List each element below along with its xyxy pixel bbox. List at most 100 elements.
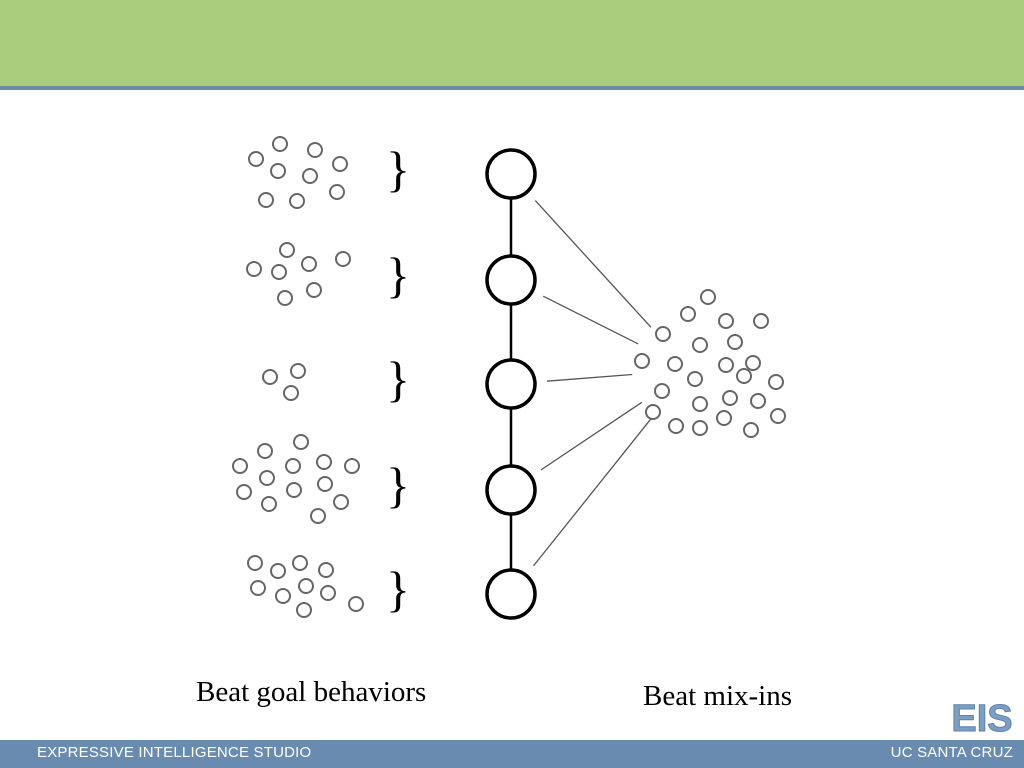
goal-behavior-circle <box>344 458 360 474</box>
goal-behavior-circle <box>320 585 336 601</box>
goal-behavior-circle <box>293 434 309 450</box>
mixin-connector-line <box>532 414 655 567</box>
goal-behavior-circle <box>270 163 286 179</box>
goal-behavior-circle <box>259 470 275 486</box>
footer-bar <box>0 740 1024 768</box>
mixin-circle <box>718 357 734 373</box>
goal-behavior-circle <box>318 562 334 578</box>
goal-behavior-circle <box>236 484 252 500</box>
goal-behavior-circle <box>301 256 317 272</box>
footer-studio-name: EXPRESSIVE INTELLIGENCE STUDIO <box>37 744 312 761</box>
brace: } <box>386 247 410 303</box>
beat-node <box>485 568 537 620</box>
goal-behavior-circle <box>262 369 278 385</box>
beat-4-goal-behaviors <box>232 434 360 524</box>
mixin-connector-line <box>542 295 639 345</box>
mixin-circle <box>700 289 716 305</box>
goal-behavior-circle <box>232 458 248 474</box>
goal-behavior-circle <box>257 443 273 459</box>
mixin-circle <box>634 353 650 369</box>
braces: }}}}} <box>386 141 410 617</box>
mixin-circle <box>667 356 683 372</box>
mixin-circle <box>692 337 708 353</box>
mixin-connector-line <box>540 401 643 471</box>
goal-behavior-circle <box>310 508 326 524</box>
mixin-circle <box>668 418 684 434</box>
mixin-connector-line <box>534 200 652 328</box>
goal-behavior-circle <box>246 261 262 277</box>
mixin-circle <box>753 313 769 329</box>
mixin-circle <box>655 326 671 342</box>
beat-3-goal-behaviors <box>262 363 306 401</box>
goal-behavior-circle <box>348 596 364 612</box>
eis-logo-text: EIS <box>951 699 1012 735</box>
goal-behavior-circle <box>292 555 308 571</box>
goal-behavior-circle <box>286 482 302 498</box>
beat-5-goal-behaviors <box>247 555 364 618</box>
brace: } <box>386 351 410 407</box>
goal-behavior-circle <box>283 385 299 401</box>
goal-behavior-circle <box>298 578 314 594</box>
brace: } <box>386 141 410 197</box>
mixin-circle <box>718 313 734 329</box>
beat-mixins-cluster <box>634 289 786 438</box>
brace: } <box>386 457 410 513</box>
eis-logo: EIS <box>951 699 1013 735</box>
mixin-circle <box>750 393 766 409</box>
mixin-circle <box>743 422 759 438</box>
goal-behavior-circle <box>258 192 274 208</box>
beat-node <box>485 464 537 516</box>
mixin-circle <box>736 368 752 384</box>
mixin-circle <box>692 396 708 412</box>
goal-behavior-circle <box>275 588 291 604</box>
beat-2-goal-behaviors <box>246 242 351 306</box>
beat-mix-ins-label: Beat mix-ins <box>643 680 793 712</box>
goal-behavior-circle <box>285 458 301 474</box>
beat-goal-behaviors-label: Beat goal behaviors <box>196 676 427 708</box>
mixin-circle <box>722 390 738 406</box>
beat-node <box>485 148 537 200</box>
goal-behavior-circle <box>248 151 264 167</box>
beat-1-goal-behaviors <box>248 136 348 209</box>
goal-behavior-circle <box>333 494 349 510</box>
goal-behavior-circle <box>247 555 263 571</box>
goal-behavior-circle <box>306 282 322 298</box>
goal-behavior-circle <box>261 496 277 512</box>
mixin-circle <box>716 410 732 426</box>
mixin-circle <box>654 383 670 399</box>
goal-behavior-circle <box>279 242 295 258</box>
beat-node <box>485 358 537 410</box>
goal-behavior-circle <box>335 251 351 267</box>
mixin-circle <box>745 355 761 371</box>
beat-node <box>485 254 537 306</box>
mixin-circle <box>770 408 786 424</box>
goal-behavior-circle <box>271 264 287 280</box>
mixin-circle <box>680 306 696 322</box>
mixin-circle <box>692 420 708 436</box>
goal-behavior-circle <box>307 142 323 158</box>
brace: } <box>386 561 410 617</box>
goal-behavior-circle <box>302 168 318 184</box>
goal-behavior-circle <box>250 580 266 596</box>
goal-behavior-circle <box>289 193 305 209</box>
goal-behavior-circle <box>316 454 332 470</box>
goal-behavior-circle <box>296 602 312 618</box>
goal-behavior-circle <box>329 184 345 200</box>
goal-behavior-circle <box>332 156 348 172</box>
mixin-circle <box>727 334 743 350</box>
footer-university: UC SANTA CRUZ <box>890 744 1013 761</box>
header-rule <box>0 86 1024 90</box>
goal-behavior-circle <box>270 563 286 579</box>
mixin-circle <box>687 371 703 387</box>
goal-behavior-circle <box>317 476 333 492</box>
mixin-connector-lines <box>532 200 655 567</box>
header-band <box>0 0 1024 86</box>
mixin-connector-line <box>546 373 633 382</box>
goal-behavior-circle <box>290 363 306 379</box>
goal-behavior-circle <box>272 136 288 152</box>
goal-behavior-groups <box>232 136 364 618</box>
goal-behavior-circle <box>277 290 293 306</box>
mixin-circle <box>768 374 784 390</box>
mixin-circle <box>645 404 661 420</box>
